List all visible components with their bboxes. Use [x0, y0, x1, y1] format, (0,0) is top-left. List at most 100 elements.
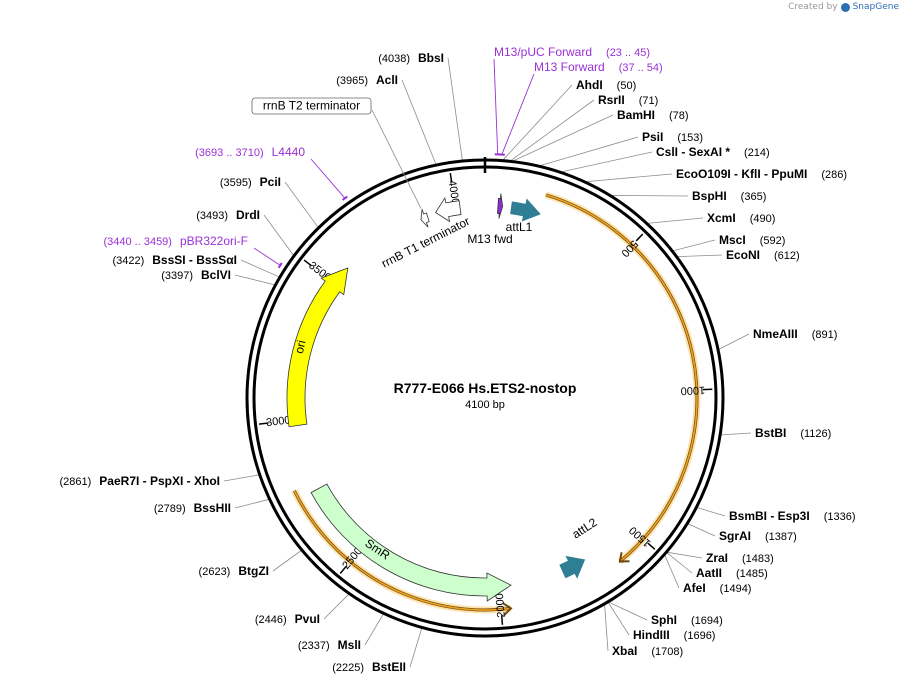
site-position: (78): [669, 110, 689, 122]
site-position: (50): [617, 80, 637, 92]
site-position: (3965): [336, 75, 368, 87]
site-leader-line: [586, 173, 673, 182]
site-leader-line: [409, 628, 423, 668]
orf-arrowhead: [502, 602, 513, 616]
primer-leader-line: [253, 247, 281, 266]
primer-label: L4440 (3693 .. 3710): [195, 145, 305, 159]
restriction-site: EcoO109I - KflI - PpuMI(286): [676, 167, 847, 181]
feature-label: attL1: [506, 220, 533, 234]
site-leader-line: [666, 552, 693, 574]
site-name: ZraI: [706, 551, 728, 565]
primer-name: L4440: [272, 145, 306, 159]
site-leader-line: [323, 594, 349, 620]
site-position: (153): [677, 132, 703, 144]
feature-label: M13 fwd: [467, 232, 512, 246]
restriction-site: HindIII(1696): [633, 628, 715, 642]
site-leader-line: [284, 181, 319, 228]
site-name: MscI: [719, 233, 746, 247]
site-position: (3397): [161, 270, 193, 282]
site-leader-line: [234, 274, 275, 286]
site-position: (891): [812, 329, 838, 341]
backbone: [245, 157, 725, 638]
site-leader-line: [234, 499, 269, 509]
restriction-site: PsiI(153): [642, 130, 703, 144]
site-name: PciI: [260, 175, 281, 189]
site-name: BamHI: [617, 108, 655, 122]
site-position: (3595): [220, 177, 252, 189]
site-position: (1485): [736, 568, 768, 580]
restriction-site: BssHII(2789): [154, 501, 231, 515]
site-position: (612): [774, 250, 800, 262]
rrnb-t2-leader-line: [371, 109, 422, 209]
site-position: (3422): [112, 255, 144, 267]
site-name: XbaI: [612, 644, 637, 658]
primer-range: (3440 .. 3459): [103, 236, 172, 248]
site-position: (214): [744, 147, 770, 159]
site-leader-line: [364, 614, 384, 646]
restriction-site: XcmI(490): [707, 211, 775, 225]
tick-mark: [500, 615, 504, 625]
restriction-site: BstBI(1126): [755, 426, 831, 440]
restriction-site: BbsI(4038): [378, 51, 444, 65]
tick-mark: [647, 542, 656, 550]
site-leader-line: [677, 254, 723, 258]
feature-label: ori: [292, 339, 309, 355]
orf-arrowhead: [618, 552, 630, 563]
feature-arrows: [286, 193, 586, 602]
site-leader-line: [401, 79, 437, 165]
site-name: BtgZI: [238, 564, 269, 578]
restriction-site: SphI(1694): [651, 613, 723, 627]
primer-annotations: M13/pUC Forward(23 .. 45)M13 Forward(37 …: [103, 45, 663, 269]
primer-leader-line: [493, 58, 499, 155]
orf-arcs: [291, 191, 701, 616]
site-leader-line: [667, 551, 703, 559]
site-position: (1708): [651, 646, 683, 658]
tick-mark: [303, 259, 313, 267]
primer-name: M13 Forward: [534, 60, 605, 74]
site-leader-line: [561, 151, 653, 173]
restriction-site: ZraI(1483): [706, 551, 774, 565]
site-position: (1387): [765, 531, 797, 543]
primer-range: (3693 .. 3710): [195, 147, 264, 159]
site-leader-line: [510, 99, 595, 161]
primer-range: (23 .. 45): [606, 47, 650, 59]
site-name: BstEII: [372, 660, 406, 674]
rrnb-t2-label-box: [251, 97, 372, 115]
site-position: (365): [741, 191, 767, 203]
feature-ori: [286, 267, 349, 428]
snapgene-logo-icon: [840, 2, 850, 12]
feature-smr: [310, 483, 512, 602]
site-position: (1696): [684, 630, 716, 642]
site-position: (2789): [154, 503, 186, 515]
restriction-site: EcoNI (612): [726, 248, 800, 262]
site-position: (2861): [60, 476, 92, 488]
restriction-site: BtgZI(2623): [199, 564, 269, 578]
site-name: SphI: [651, 613, 677, 627]
restriction-site: PciI (3595): [220, 175, 281, 189]
site-position: (286): [821, 169, 847, 181]
site-name: AhdI: [576, 78, 603, 92]
rrnb-t2-label: rrnB T2 terminator: [263, 99, 360, 113]
orf-arc-core: [293, 490, 512, 611]
feature-rrnb-t2-terminator: [420, 209, 430, 228]
feature-attl2: [559, 555, 586, 579]
site-name: EcoNI: [726, 248, 760, 262]
restriction-site: BstEII(2225): [332, 660, 406, 674]
tick-mark: [258, 422, 269, 425]
restriction-site: MslI(2337): [298, 638, 361, 652]
site-position: (490): [750, 213, 776, 225]
site-position: (1126): [800, 428, 831, 440]
restriction-site: PvuI(2446): [255, 612, 320, 626]
site-name: AclI: [376, 73, 398, 87]
site-position: (1336): [824, 511, 856, 523]
primer-label: M13 Forward(37 .. 54): [534, 60, 663, 74]
tick-label: 4000: [446, 179, 462, 205]
site-position: (71): [639, 95, 659, 107]
site-name: AfeI: [683, 581, 706, 595]
site-leader-line: [697, 507, 726, 517]
site-leader-line: [608, 602, 630, 636]
restriction-site: XbaI (1708): [612, 644, 683, 658]
site-leader-line: [721, 432, 752, 436]
site-leader-line: [513, 114, 614, 162]
site-leader-line: [604, 604, 609, 652]
